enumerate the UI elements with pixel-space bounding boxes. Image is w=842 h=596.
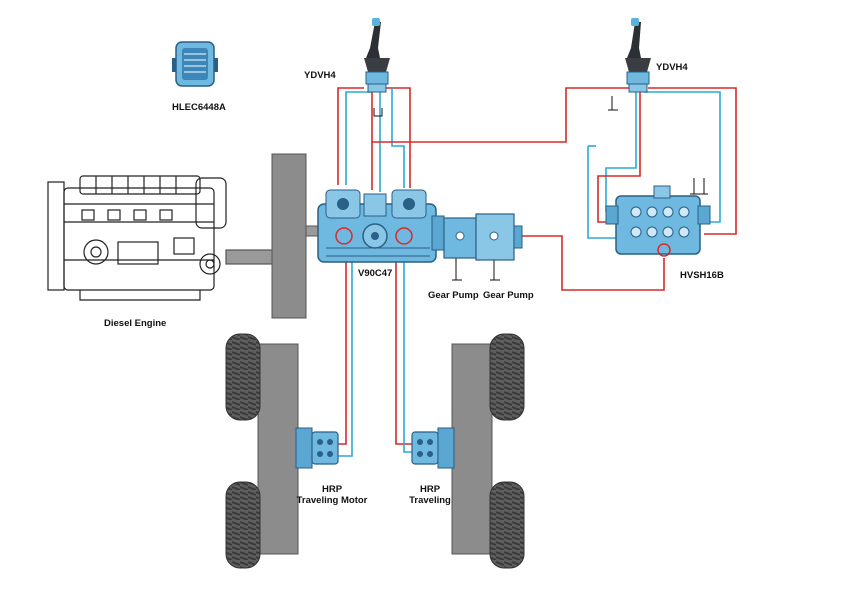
motor-left-label-line1: HRP xyxy=(321,484,343,495)
gear-pump-2-label: Gear Pump xyxy=(483,290,534,301)
drive-coupling-plate xyxy=(271,153,307,319)
motor-right-label: HRP Traveling xyxy=(402,484,458,506)
motor-right-label-line2: Traveling xyxy=(409,495,451,506)
pressure-line xyxy=(494,235,665,291)
joystick-right-label: YDVH4 xyxy=(656,62,688,73)
pressure-line xyxy=(648,87,737,235)
tank-symbol xyxy=(373,108,383,117)
gear-pump-1-label: Gear Pump xyxy=(428,290,479,301)
tank-symbol xyxy=(490,258,500,281)
right-track-frame xyxy=(451,333,525,569)
motor-left-label-line2: Traveling Motor xyxy=(296,495,368,506)
diesel-engine xyxy=(47,175,275,301)
right-traveling-motor-body xyxy=(411,427,455,469)
hydraulic-lines xyxy=(336,87,737,457)
tank-symbol xyxy=(608,96,618,111)
valve-label: HVSH16B xyxy=(680,270,724,281)
tank-symbol xyxy=(690,178,708,195)
left-track-frame xyxy=(225,333,299,569)
pilot-line xyxy=(391,88,405,188)
pilot-line xyxy=(403,240,412,453)
controller-label: HLEC6448A xyxy=(172,102,226,113)
joystick-right xyxy=(625,18,651,93)
pilot-line xyxy=(336,240,353,457)
control-valve-body xyxy=(605,185,711,257)
motor-left-label: HRP Traveling Motor xyxy=(292,484,372,506)
tank-symbol xyxy=(452,258,462,281)
controller-unit xyxy=(172,41,218,87)
gear-pump-2-body xyxy=(475,213,523,261)
main-pump-label: V90C47 xyxy=(358,268,393,279)
main-pump-body xyxy=(317,189,445,263)
pressure-line xyxy=(337,87,364,185)
pressure-line xyxy=(386,87,411,188)
pilot-line xyxy=(345,91,372,185)
pressure-line xyxy=(336,232,347,445)
pilot-line xyxy=(587,146,616,239)
pressure-line xyxy=(597,92,641,223)
engine-label: Diesel Engine xyxy=(104,318,167,329)
pressure-line xyxy=(372,87,632,143)
left-traveling-motor-body xyxy=(295,427,339,469)
pressure-line xyxy=(395,232,412,445)
joystick-left xyxy=(364,18,390,93)
motor-right-label-line1: HRP xyxy=(419,484,441,495)
pilot-line xyxy=(605,92,637,212)
gear-pump-1-body xyxy=(443,217,477,259)
joystick-left-label: YDVH4 xyxy=(304,70,336,81)
